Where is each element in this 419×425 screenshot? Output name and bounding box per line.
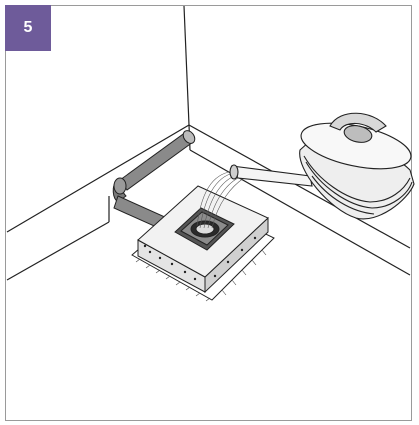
drain-pipe (112, 130, 196, 235)
room-corner (6, 5, 411, 281)
step-number: 5 (23, 19, 33, 36)
floor-drain (131, 185, 275, 302)
step-number-badge: 5 (5, 5, 51, 51)
watering-can (229, 112, 415, 220)
